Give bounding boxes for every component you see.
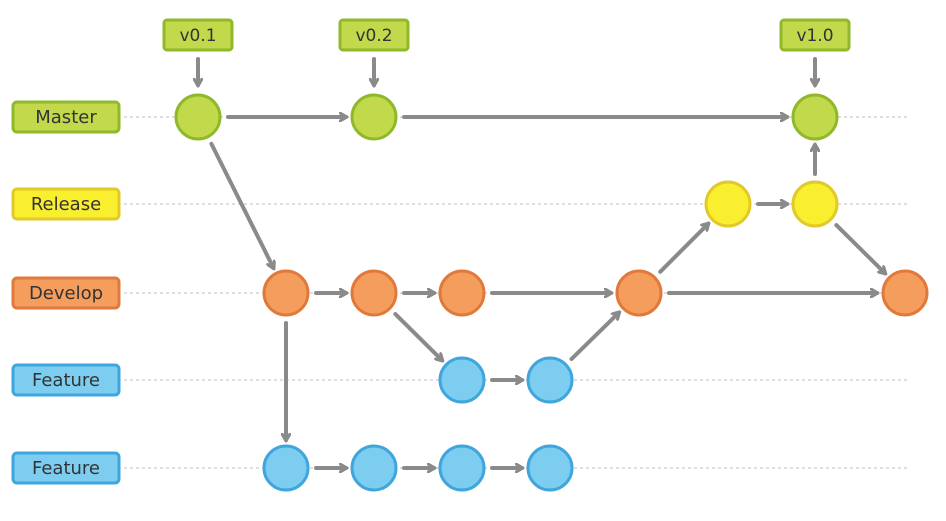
arrow-r2-to-d5 (834, 223, 885, 273)
branch-label-develop: Develop (11, 276, 121, 310)
branch-label-master: Master (11, 100, 121, 134)
commit-f2b (350, 444, 398, 492)
commit-f2a (262, 444, 310, 492)
version-tag-text: v1.0 (796, 26, 833, 46)
commit-d1 (262, 269, 310, 317)
version-tag-box (779, 18, 851, 52)
commit-arrows (209, 117, 885, 468)
version-tag-text: v0.2 (355, 26, 392, 46)
branch-label-text: Master (35, 107, 97, 128)
commit-f1b (526, 356, 574, 404)
branch-label-text: Release (31, 194, 101, 215)
version-tags: v0.1 v0.2 v1.0 (162, 18, 851, 85)
commit-m3 (791, 93, 839, 141)
branch-label-box (11, 363, 121, 397)
commit-f1a (438, 356, 486, 404)
branch-label-box (11, 451, 121, 485)
commit-r1 (704, 180, 752, 228)
commit-m1 (174, 93, 222, 141)
version-tag-box (162, 18, 234, 52)
commit-m2 (350, 93, 398, 141)
branch-label-release: Release (11, 187, 121, 221)
branch-label-text: Develop (29, 283, 103, 304)
version-tag-v10: v1.0 (779, 18, 851, 85)
branch-label-box (11, 100, 121, 134)
branch-label-box (11, 276, 121, 310)
commit-f2c (438, 444, 486, 492)
branch-label-feature2: Feature (11, 451, 121, 485)
version-tag-text: v0.1 (179, 26, 216, 46)
commit-r2 (791, 180, 839, 228)
branch-label-text: Feature (32, 458, 100, 479)
branch-label-box (11, 187, 121, 221)
arrow-d2-to-f1a (393, 312, 442, 360)
commit-d2 (350, 269, 398, 317)
version-tag-v02: v0.2 (338, 18, 410, 85)
version-tag-v01: v0.1 (162, 18, 234, 85)
arrow-d4-to-r1 (658, 224, 708, 274)
arrow-f1b-to-d4 (569, 313, 619, 362)
branch-label-feature1: Feature (11, 363, 121, 397)
commit-f2d (526, 444, 574, 492)
commit-d3 (438, 269, 486, 317)
branch-label-text: Feature (32, 370, 100, 391)
commit-d5 (881, 269, 929, 317)
commit-nodes (174, 93, 929, 492)
arrow-m1-to-d1 (209, 141, 273, 268)
version-tag-box (338, 18, 410, 52)
commit-d4 (615, 269, 663, 317)
